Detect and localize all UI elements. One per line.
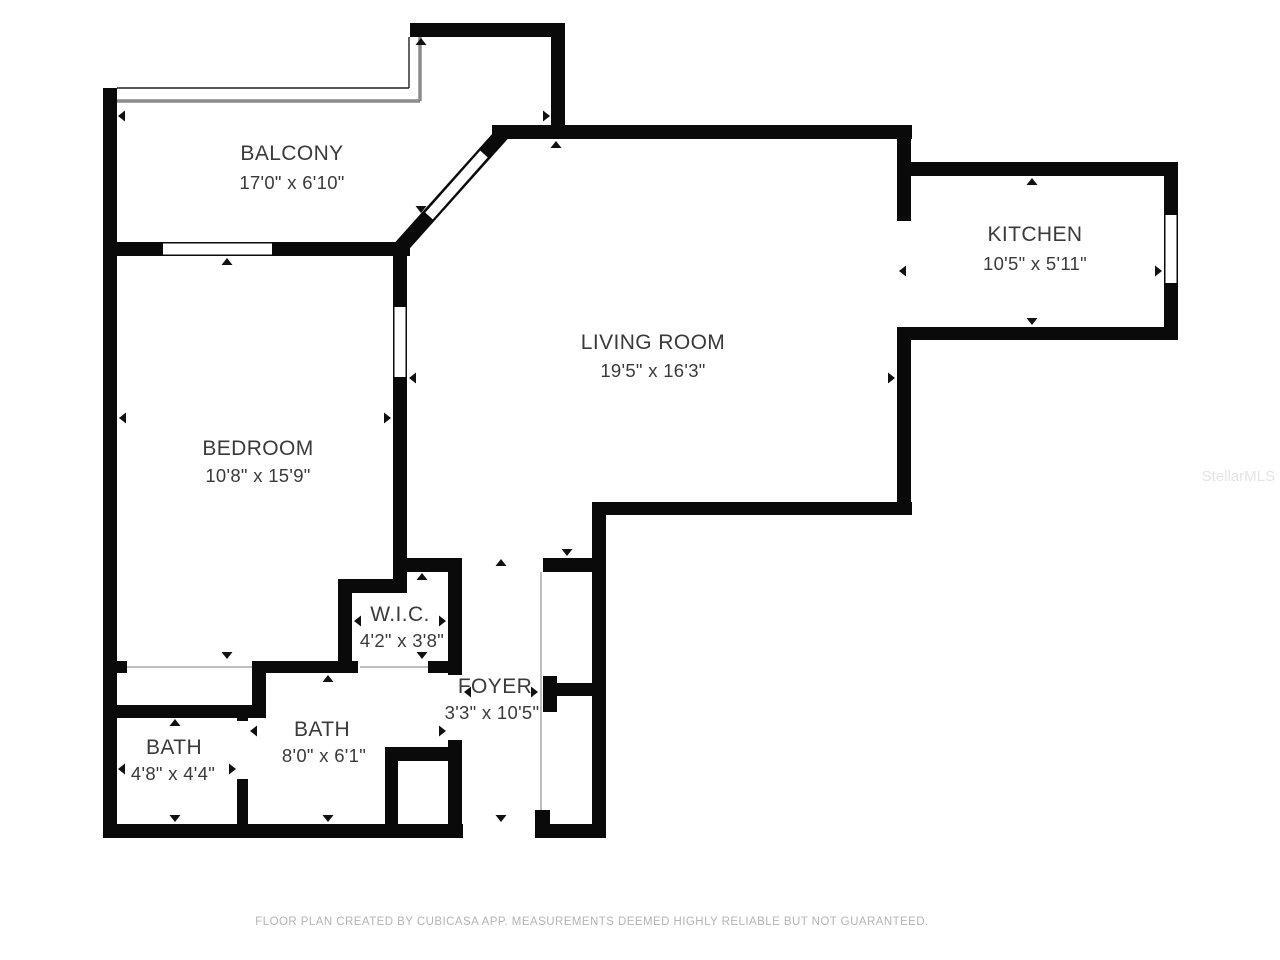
window-balcony-slider bbox=[163, 243, 272, 255]
room-label-living-room: LIVING ROOM bbox=[581, 331, 725, 354]
room-label-balcony: BALCONY bbox=[240, 142, 343, 165]
wall-bedroom-bottom-right bbox=[252, 661, 358, 673]
wall-closet-middle-stub bbox=[543, 676, 557, 712]
room-dims-bedroom: 10'8" x 15'9" bbox=[205, 465, 310, 486]
measure-arrow-foyer-height-top bbox=[495, 559, 507, 566]
stellar-mls-watermark: StellarMLS bbox=[1201, 468, 1275, 485]
wall-bedroom-bottom-stub bbox=[103, 661, 127, 673]
wall-bottom-left bbox=[103, 824, 463, 838]
room-dims-bath-2: 8'0" x 6'1" bbox=[282, 745, 366, 766]
wall-shower-left bbox=[385, 747, 398, 838]
room-label-wic: W.I.C. bbox=[370, 603, 430, 626]
window-kitchen-window bbox=[1165, 215, 1177, 283]
wall-balcony-top bbox=[410, 23, 565, 37]
room-label-foyer: FOYER bbox=[458, 675, 532, 698]
room-dims-bath-1: 4'8" x 4'4" bbox=[131, 763, 215, 784]
railings-and-doors-layer bbox=[117, 37, 542, 810]
wall-balcony-right bbox=[551, 23, 565, 135]
wall-wic-top-right bbox=[393, 558, 462, 572]
measure-arrow-bedroom-width-left bbox=[119, 412, 126, 424]
measure-arrow-bedroom-height-bot bbox=[221, 652, 233, 659]
wall-baths-divider-b bbox=[237, 779, 248, 825]
measure-arrow-lr-width-left bbox=[409, 372, 416, 384]
measure-arrow-bath1-height-bot bbox=[169, 815, 181, 822]
wall-wic-left bbox=[338, 579, 352, 673]
measure-arrow-kitchen-height-top bbox=[1026, 178, 1038, 185]
measure-arrow-bath1-height-top bbox=[169, 719, 181, 726]
wall-lr-right-lower bbox=[897, 340, 911, 515]
room-labels-layer: BALCONY 17'0" x 6'10" KITCHEN 10'5" x 5'11"… bbox=[131, 142, 1087, 784]
measure-arrow-wic-height-top bbox=[416, 573, 428, 580]
measure-arrow-lr-height-top bbox=[550, 141, 562, 148]
measure-arrow-balcony-width-left bbox=[118, 110, 125, 122]
measure-arrow-kitchen-width-left bbox=[899, 265, 906, 277]
room-label-bath-2: BATH bbox=[294, 718, 350, 741]
measure-arrow-bedroom-width-right bbox=[384, 412, 391, 424]
wall-bath1-top bbox=[103, 705, 266, 718]
measure-arrow-bedroom-height-top bbox=[221, 258, 233, 265]
wall-foyer-left-upper bbox=[448, 558, 462, 675]
measure-arrow-balcony-height-top bbox=[415, 38, 427, 45]
wall-living-room-top bbox=[492, 125, 912, 139]
measure-arrow-wic-width-right bbox=[439, 615, 446, 627]
wall-kitchen-left-stub bbox=[897, 139, 911, 221]
measure-arrow-foyer-width-right bbox=[531, 686, 538, 698]
wall-wic-top-left bbox=[338, 579, 407, 593]
floorplan-disclaimer-text: FLOOR PLAN CREATED BY CUBICASA APP. MEAS… bbox=[255, 916, 929, 928]
room-label-bedroom: BEDROOM bbox=[202, 437, 313, 460]
wall-bottom-right bbox=[535, 824, 606, 838]
diagonal-window-glass bbox=[425, 150, 488, 220]
wall-left-outer bbox=[103, 88, 117, 838]
wall-living-room-bottom bbox=[592, 502, 912, 515]
measure-arrow-wic-height-bot bbox=[416, 652, 428, 659]
measure-arrow-balcony-height-bot bbox=[415, 206, 427, 213]
measure-arrow-foyer-height-bot bbox=[495, 815, 507, 822]
measurement-arrows-layer bbox=[118, 38, 1162, 822]
measure-arrow-lr-width-right bbox=[888, 372, 895, 384]
measure-arrow-kitchen-height-bot bbox=[1026, 318, 1038, 325]
measure-arrow-wic-width-left bbox=[354, 615, 361, 627]
room-label-kitchen: KITCHEN bbox=[988, 223, 1083, 246]
measure-arrow-bath2-width-left bbox=[250, 725, 257, 737]
measure-arrow-balcony-width-right bbox=[543, 110, 550, 122]
diagonal-window-layer bbox=[395, 127, 509, 253]
room-dims-wic: 4'2" x 3'8" bbox=[360, 630, 444, 651]
wall-closet-divider-v bbox=[252, 661, 266, 718]
wall-closet-top bbox=[543, 558, 606, 572]
wall-kitchen-top bbox=[897, 162, 1178, 176]
wall-closet-bottom-stub bbox=[535, 810, 550, 837]
measure-arrow-bath1-width-right bbox=[229, 763, 236, 775]
measure-arrow-foyer-width-left bbox=[464, 686, 471, 698]
wall-kitchen-bottom bbox=[897, 327, 1178, 340]
measure-arrow-lr-height-bot bbox=[561, 549, 573, 556]
measure-arrow-bath2-width-right bbox=[439, 725, 446, 737]
room-dims-kitchen: 10'5" x 5'11" bbox=[983, 253, 1087, 274]
room-dims-foyer: 3'3" x 10'5" bbox=[445, 702, 540, 723]
measure-arrow-bath2-height-bot bbox=[322, 815, 334, 822]
wall-closet-right-outer bbox=[592, 502, 606, 838]
wall-bedroom-right bbox=[393, 242, 407, 583]
room-dims-living-room: 19'5" x 16'3" bbox=[600, 360, 705, 381]
wall-foyer-left-lower bbox=[448, 740, 462, 837]
measure-arrow-bath1-width-left bbox=[118, 763, 125, 775]
measure-arrow-bath2-height-top bbox=[322, 675, 334, 682]
wall-baths-divider-a bbox=[237, 712, 248, 721]
window-bedroom-opening bbox=[394, 307, 406, 377]
room-label-bath-1: BATH bbox=[146, 736, 202, 759]
room-dims-balcony: 17'0" x 6'10" bbox=[239, 172, 344, 193]
wall-shower-top bbox=[385, 747, 462, 761]
measure-arrow-kitchen-width-right bbox=[1155, 265, 1162, 277]
windows-layer bbox=[163, 215, 1177, 377]
